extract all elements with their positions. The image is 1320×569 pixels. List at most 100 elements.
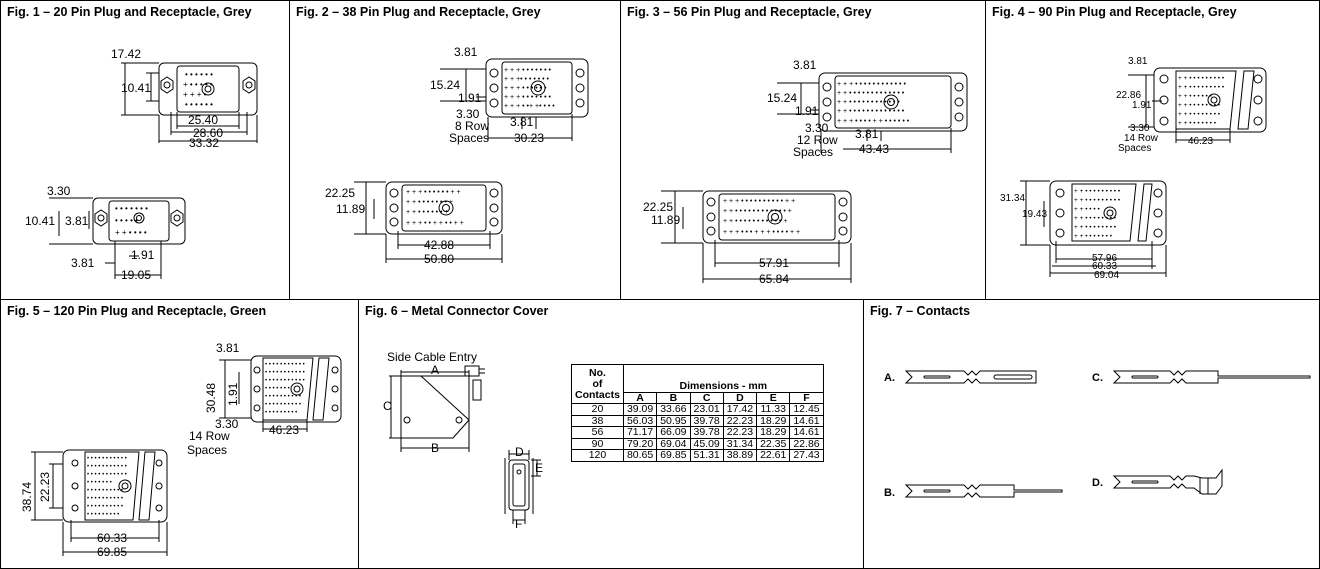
fig3-title: Fig. 3 – 56 Pin Plug and Receptacle, Gre… [627, 5, 872, 19]
fig1-dim-28-60: 28.60 [193, 126, 223, 140]
fig1-dim-33-32: 33.32 [189, 136, 219, 150]
fig7-title: Fig. 7 – Contacts [870, 304, 971, 318]
fig1-dim-25-40: 25.40 [188, 113, 218, 127]
fig2-title: Fig. 2 – 38 Pin Plug and Receptacle, Gre… [296, 5, 541, 19]
fig2-dim-15-24: 15.24 [430, 78, 460, 92]
fig2-top-drawing: + + + • • • • • • • + + +• • • • • • • +… [430, 45, 589, 145]
svg-text:+ + + • • • • • •: + + + • • • • • • [504, 85, 547, 92]
svg-text:+ + • • • •: + + • • • • [115, 228, 147, 237]
svg-text:• • • • • • • • •: • • • • • • • • • [265, 410, 297, 416]
fig2-row-note-2: Spaces [449, 131, 489, 145]
fig4-dim-22-86: 22.86 [1116, 90, 1141, 101]
svg-text:• • • • • • • • • •: • • • • • • • • • • [87, 504, 123, 510]
fig2-bottom-drawing: + + + • • • • • • + + + + • • • • • • • … [325, 181, 503, 266]
svg-text:+ + • • • • • • +: + + • • • • • • + [406, 209, 449, 216]
dimensions-table: No. of Contacts Dimensions - mm A B C D … [571, 364, 824, 462]
svg-text:• • • • • •: • • • • • • [185, 70, 213, 79]
svg-text:+ + • • • • • • • • • • • +: + + • • • • • • • • • • • + [723, 218, 788, 225]
svg-text:+ + • • • • • • • •: + + • • • • • • • • [1074, 224, 1117, 231]
svg-text:• • • • • • • • • • •: • • • • • • • • • • • [87, 472, 127, 478]
svg-text:• • • • • • • • • • •: • • • • • • • • • • • [87, 464, 127, 470]
fig3-dim-3-81: 3.81 [793, 58, 817, 72]
svg-text:+ + + •: + + + • [183, 90, 207, 99]
svg-text:+ + +• • • • • • •: + + +• • • • • • • [504, 76, 550, 83]
fig3-dim-15-24: 15.24 [767, 91, 797, 105]
svg-text:+ + + • • • + + + • • • • + +: + + + • • • + + + • • • • + + [723, 229, 800, 236]
fig4-row-note-2: Spaces [1118, 143, 1151, 154]
svg-text:• • • • • • •: • • • • • • • [265, 386, 290, 392]
fig4b-dim-69-04: 69.04 [1094, 270, 1119, 281]
fig3-dim-43-43: 43.43 [859, 142, 889, 156]
svg-text:• • • • • • • • • •: • • • • • • • • • • [87, 488, 123, 494]
contact-b-shape [904, 484, 1063, 498]
contact-d-shape [1112, 468, 1223, 495]
contact-a-shape [904, 370, 1037, 384]
fig6-letter-d: D [515, 445, 524, 459]
fig5-bottom-drawing: • • • • • • • • • • • • • • • • • • • • … [20, 449, 168, 559]
fig7-contacts-drawing: A. B. C. D. [884, 370, 1311, 499]
fig2-dim-3-81b: 3.81 [510, 115, 534, 129]
fig1b-dim-1-91: 1.91 [131, 248, 155, 262]
fig5-top-drawing: • • • • • • • • • • • • • • • • • • • • … [187, 341, 342, 457]
contact-a-label: A. [884, 372, 895, 384]
fig3-dim-3-81b: 3.81 [855, 127, 879, 141]
fig2-panel: Fig. 2 – 38 Pin Plug and Receptacle, Gre… [289, 0, 621, 300]
fig4-dim-3-81: 3.81 [1128, 56, 1148, 67]
svg-text:• • • • • • • • • •: • • • • • • • • • • [87, 496, 123, 502]
fig1b-dim-10-41: 10.41 [25, 214, 55, 228]
contact-b-label: B. [884, 487, 895, 499]
fig1b-dim-3-81: 3.81 [65, 214, 89, 228]
fig5b-dim-38-74: 38.74 [20, 482, 34, 512]
fig5-row-note-2: Spaces [187, 443, 227, 457]
table-col-c: C [689, 391, 724, 404]
fig6-letter-a: A [431, 363, 439, 377]
fig5-dim-3-30: 3.30 [215, 417, 239, 431]
fig6-letter-f: F [515, 517, 522, 531]
fig3-dim-3-30: 3.30 [805, 121, 829, 135]
fig1-panel: Fig. 1 – 20 Pin Plug and Receptacle, Gre… [0, 0, 290, 300]
fig2-dim-3-30: 3.30 [456, 107, 480, 121]
svg-text:+ + • • • • • • •: + + • • • • • • • [1178, 120, 1217, 127]
table-col-b: B [656, 391, 691, 404]
svg-text:+ + • • • •: + + • • • • [1074, 206, 1100, 213]
fig2-dim-30-23: 30.23 [514, 131, 544, 145]
fig6-cover-drawing: Side Cable Entry A B C D E F [383, 350, 543, 531]
fig4-dim-46-23: 46.23 [1188, 136, 1213, 147]
fig5-dim-30-48: 30.48 [204, 383, 218, 413]
fig3b-dim-11-89: 11.89 [651, 213, 680, 227]
fig3b-dim-57-91: 57.91 [759, 256, 789, 270]
svg-text:• • • • • • • • • • •: • • • • • • • • • • • [87, 456, 127, 462]
table-col-f: F [789, 391, 824, 404]
fig5-dim-1-91: 1.91 [226, 382, 240, 406]
fig1-top-drawing: • • • • • • + • • • • • + + + • • • • • … [111, 47, 258, 150]
fig2b-dim-50-80: 50.80 [424, 252, 454, 266]
svg-text:• • • • • •: • • • • • • [185, 100, 213, 109]
fig3-top-drawing: + + + • • • • • • • • • • • • + + • • • … [767, 58, 968, 159]
fig5-panel: Fig. 5 – 120 Pin Plug and Receptacle, Gr… [0, 299, 359, 569]
fig4-dim-1-91: 1.91 [1132, 100, 1152, 111]
svg-text:+ + + • •+ +• • • •: + + + • •+ +• • • • [504, 103, 555, 110]
fig3-dim-1-91: 1.91 [795, 104, 819, 118]
fig4-title: Fig. 4 – 90 Pin Plug and Receptacle, Gre… [992, 5, 1237, 19]
svg-text:+ + + • • • • + + • • • • • •: + + + • • • • + + • • • • • • [837, 118, 910, 125]
fig1-bottom-drawing: • • • • • • • • • • • • + + • • • • 3.30… [25, 184, 186, 282]
svg-text:• • • • • • •: • • • • • • • [115, 204, 148, 213]
table-col-d: D [722, 391, 758, 404]
fig4-row-note-1: 14 Row [1124, 133, 1159, 144]
table-header-contacts: No. of Contacts [571, 364, 624, 404]
svg-text:+ + • • • • • • • +: + + • • • • • • • + [406, 199, 453, 206]
fig5b-dim-69-85: 69.85 [97, 545, 127, 559]
fig1-dim-10-41: 10.41 [121, 81, 151, 95]
svg-text:+ + • • • • • • • • • • • • •: + + • • • • • • • • • • • • • [837, 90, 905, 97]
fig3-row-note-2: Spaces [793, 145, 833, 159]
fig3b-dim-65-84: 65.84 [759, 272, 789, 286]
fig1b-dim-19-05: 19.05 [121, 268, 151, 282]
svg-text:+ + + • • • • • • • • • • + +: + + + • • • • • • • • • • + + [723, 198, 795, 205]
fig6-side-label: Side Cable Entry [387, 350, 477, 364]
fig1b-dim-3-30: 3.30 [47, 184, 71, 198]
